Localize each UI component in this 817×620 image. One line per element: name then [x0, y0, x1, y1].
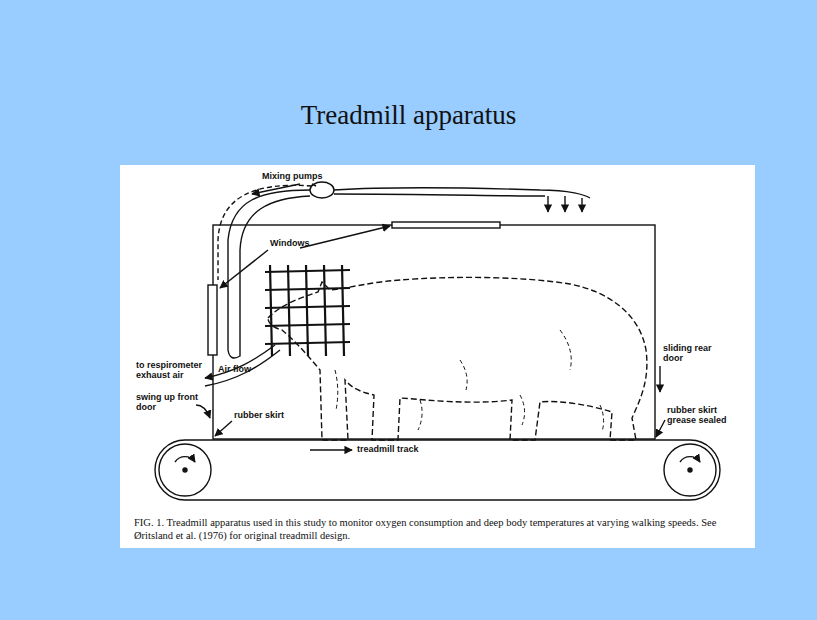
part-label: Air flow [218, 364, 278, 374]
part-label: rubber skirt [234, 410, 314, 420]
part-label: swing up front door [136, 392, 198, 412]
chamber [213, 225, 655, 439]
part-label: Mixing pumps [262, 171, 352, 181]
part-label: to respirometer exhaust air [136, 360, 208, 380]
figure-panel [120, 165, 755, 548]
part-label: treadmill track [357, 444, 457, 454]
part-label: rubber skirt grease sealed [667, 405, 745, 425]
part-label: Windows [270, 238, 340, 248]
roller [159, 444, 211, 496]
figure-caption: FIG. 1. Treadmill apparatus used in this… [134, 516, 744, 542]
mixing-pump [310, 182, 334, 198]
front-window [208, 285, 217, 355]
slide-title: Treadmill apparatus [0, 100, 817, 131]
part-label: sliding rear door [663, 343, 733, 363]
treadmill-belt [155, 440, 720, 500]
roller [664, 444, 716, 496]
top-window [392, 222, 500, 228]
polar-bear [268, 277, 647, 440]
